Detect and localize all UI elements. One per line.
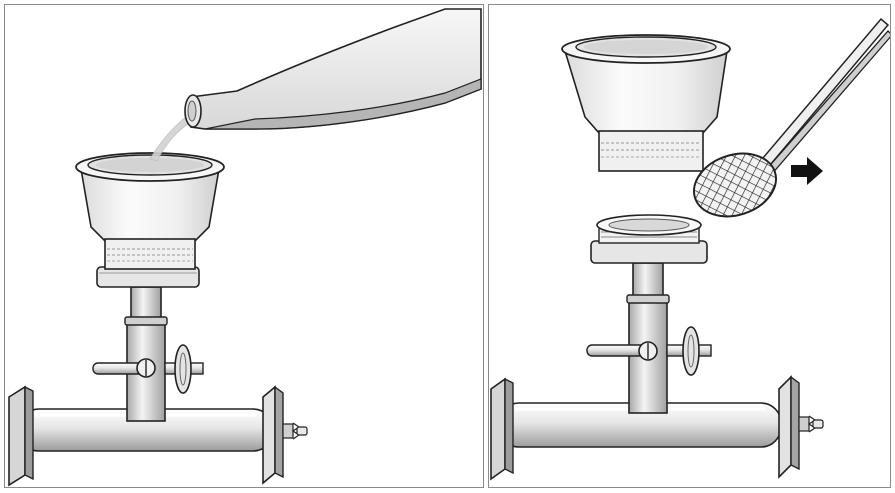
- funnel-support-base: [590, 214, 708, 264]
- pour-sample-illustration: [8, 8, 482, 487]
- forceps: [755, 17, 890, 176]
- direction-arrow: [791, 157, 823, 185]
- funnel-base-ring: [96, 266, 200, 288]
- stem: [626, 262, 670, 414]
- valve-lever[interactable]: [92, 358, 156, 378]
- hose-nozzle: [798, 415, 824, 433]
- valve-wheel[interactable]: [164, 344, 204, 394]
- panel-remove-membrane: [488, 4, 891, 488]
- valve-lever[interactable]: [586, 341, 658, 361]
- membrane-filter: [692, 152, 778, 218]
- end-plate-right: [778, 375, 800, 479]
- filter-funnel: [75, 152, 225, 270]
- liquid-stream: [149, 112, 196, 162]
- bottle: [184, 8, 482, 130]
- panel-pour-sample: [4, 4, 484, 488]
- stem: [124, 286, 168, 422]
- remove-membrane-illustration: [490, 17, 890, 481]
- filter-funnel: [561, 34, 731, 172]
- end-plate-left: [490, 377, 514, 481]
- hose-nozzle: [282, 422, 308, 440]
- end-plate-right: [262, 385, 284, 485]
- valve-wheel[interactable]: [666, 326, 712, 376]
- end-plate-left: [8, 385, 34, 487]
